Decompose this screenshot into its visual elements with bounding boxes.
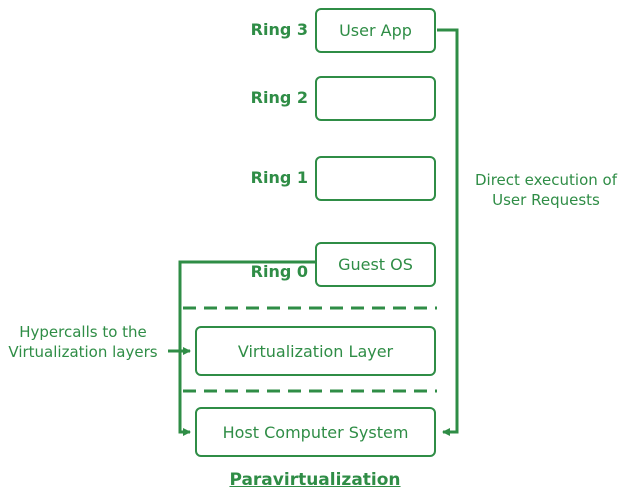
direct-execution-annotation: Direct execution of User Requests	[474, 171, 617, 209]
guest-os-label: Guest OS	[338, 255, 413, 274]
diagram-title: Paravirtualization	[229, 470, 401, 490]
virtualization-layer-box: Virtualization Layer	[195, 326, 436, 376]
direct-execution-arrow	[437, 28, 459, 436]
host-computer-system-label: Host Computer System	[222, 422, 409, 442]
guest-os-box: Guest OS	[315, 242, 436, 287]
ring1-label: Ring 1	[250, 168, 308, 187]
user-app-box: User App	[315, 8, 436, 53]
ring0-label: Ring 0	[250, 262, 308, 281]
ring1-box	[315, 156, 436, 201]
ring3-label: Ring 3	[250, 20, 308, 39]
host-computer-system-box: Host Computer System	[195, 407, 436, 457]
user-app-label: User App	[339, 21, 412, 40]
virtualization-layer-label: Virtualization Layer	[237, 341, 394, 361]
ring2-label: Ring 2	[250, 88, 308, 107]
hypercalls-annotation: Hypercalls to the Virtualization layers	[8, 323, 158, 361]
ring2-box	[315, 76, 436, 121]
